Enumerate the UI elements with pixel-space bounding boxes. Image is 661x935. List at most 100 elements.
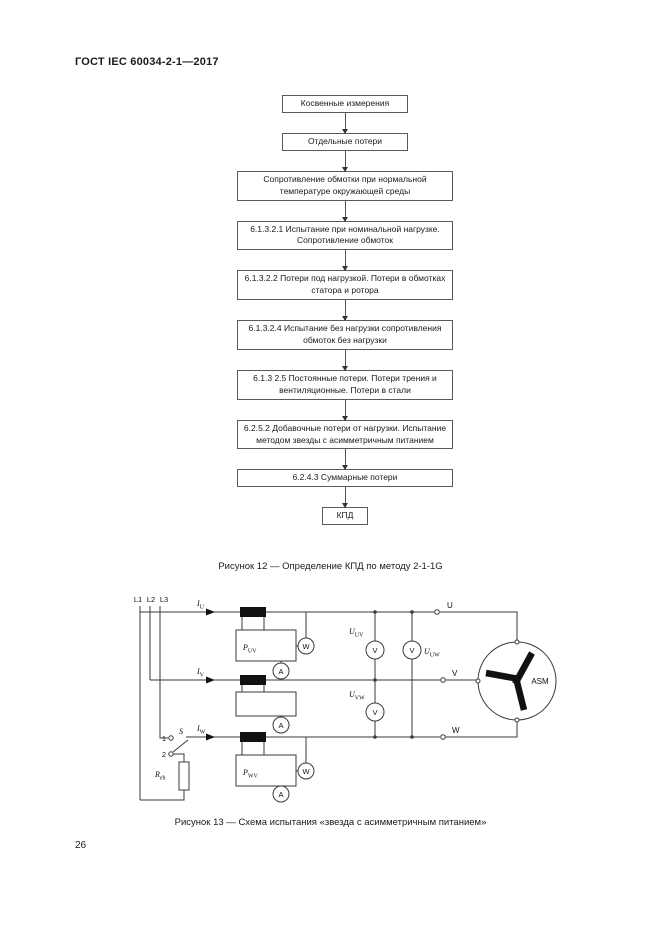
junction-node	[410, 735, 414, 739]
ammeter-w-label: A	[278, 790, 283, 799]
figure13-caption: Рисунок 13 — Схема испытания «звезда с а…	[174, 817, 487, 828]
junction-node	[373, 735, 377, 739]
down-arrow	[342, 300, 348, 322]
terminal-w-node	[440, 734, 446, 740]
current-iu-label: IU	[196, 599, 205, 611]
voltmeter-uv	[365, 640, 385, 660]
voltage-uv-subscript: UV	[355, 633, 364, 639]
flowchart-box-additional-losses: 6.2.5.2 Добавочные потери от нагрузки. И…	[237, 419, 453, 450]
winding-bar	[485, 669, 520, 683]
terminal-v-node	[440, 677, 446, 683]
current-arrow-w	[206, 733, 215, 741]
voltmeter-uw	[402, 640, 422, 660]
phase-w-line	[186, 720, 518, 738]
voltage-uw-subscript: UW	[430, 653, 440, 659]
flowchart-box-indirect-measurements: Косвенные измерения	[282, 95, 408, 113]
figure12-caption: Рисунок 12 — Определение КПД по методу 2…	[218, 561, 443, 572]
switch-contact-2	[168, 751, 174, 757]
page-header: ГОСТ IEC 60034-2-1—2017	[75, 56, 219, 68]
switch-pos1-label: 1	[162, 734, 166, 743]
down-arrow	[342, 349, 348, 371]
resistor-branch-wire	[140, 753, 185, 801]
down-arrow	[342, 112, 348, 134]
motor-lead-v	[475, 678, 481, 684]
junction-nodes	[373, 610, 414, 739]
supply-line-l3	[159, 606, 168, 739]
wattmeter-wv	[297, 762, 315, 780]
ammeter-u-label: A	[278, 667, 283, 676]
shunt-u	[240, 607, 266, 617]
current-shunts	[206, 607, 266, 742]
wattmeter-wv-label: W	[302, 767, 310, 776]
meters	[272, 637, 422, 803]
terminal-u-node	[434, 609, 440, 615]
flowchart-box-constant-losses: 6.1.3 2.5 Постоянные потери. Потери трен…	[237, 369, 453, 400]
power-puv-label: PUV	[242, 643, 257, 655]
down-arrow	[342, 200, 348, 222]
row-v-connectors	[241, 685, 282, 717]
down-arrow	[342, 487, 348, 509]
voltage-symbol: U	[424, 647, 431, 656]
wattmeter-uv-label: W	[302, 642, 310, 651]
power-pwv-label: PWV	[242, 768, 259, 780]
asynchronous-motor: ASM	[477, 641, 557, 721]
supply-label-l2: L2	[147, 595, 155, 604]
switch-pos2-label: 2	[162, 750, 166, 759]
voltmeter-uv-label: V	[372, 646, 377, 655]
terminals	[168, 609, 520, 757]
flowchart-box-no-load-test: 6.1.3.2.4 Испытание без нагрузки сопроти…	[237, 320, 453, 350]
resistor-label: Reh	[154, 770, 166, 782]
motor-lead-w	[514, 717, 520, 723]
junction-node	[410, 610, 414, 614]
row-u-connectors	[241, 612, 307, 663]
wattmeter-uv	[297, 637, 315, 655]
flowchart-box-total-losses: 6.2.4.3 Суммарные потери	[237, 469, 453, 488]
ammeter-v-label: A	[278, 721, 283, 730]
voltage-uvw-label: UVW	[349, 690, 365, 702]
winding-bar	[512, 677, 528, 711]
down-arrow	[342, 399, 348, 421]
junction-node	[373, 610, 377, 614]
figure13-circuit-diagram: ASM A W V V A V W	[134, 595, 557, 803]
shunt-w	[240, 732, 266, 742]
motor-lead-u	[514, 639, 520, 645]
phase-u-line	[140, 611, 518, 642]
flowchart-box-efficiency: КПД	[322, 507, 368, 526]
voltage-uuw-label: UUW	[424, 647, 440, 659]
circuit-wiring	[139, 606, 518, 801]
terminal-v-label: V	[452, 669, 458, 678]
shunt-v	[240, 675, 266, 685]
power-uv-subscript: UV	[248, 649, 257, 655]
junction-node	[373, 678, 377, 682]
switch-label: S	[179, 727, 183, 736]
terminal-u-label: U	[447, 601, 453, 610]
down-arrow	[342, 250, 348, 272]
row-v-meter-box	[235, 691, 297, 717]
ammeter-u	[272, 662, 290, 680]
row-w-connectors	[241, 737, 307, 772]
current-w-subscript: W	[200, 730, 206, 736]
power-symbol: P	[242, 643, 248, 652]
resistor-symbol: R	[154, 770, 160, 779]
current-u-subscript: U	[200, 605, 205, 611]
current-iw-label: IW	[196, 724, 206, 736]
supply-label-l3: L3	[160, 595, 168, 604]
flowchart-box-load-losses: 6.1.3.2.2 Потери под нагрузкой. Потери в…	[237, 270, 453, 301]
flowchart-box-separate-losses: Отдельные потери	[282, 132, 408, 151]
ammeter-v	[272, 716, 290, 734]
voltmeter-vw-label: V	[372, 708, 377, 717]
current-symbol: I	[196, 667, 200, 676]
power-wv-subscript: WV	[248, 774, 259, 780]
voltage-symbol: U	[349, 690, 356, 699]
current-arrow-u	[206, 608, 215, 616]
resistor-reh	[178, 761, 190, 791]
current-symbol: I	[196, 599, 200, 608]
down-arrow	[342, 150, 348, 172]
ammeter-w	[272, 785, 290, 803]
current-arrow-v	[206, 676, 215, 684]
current-v-subscript: V	[200, 673, 205, 679]
terminal-w-label: W	[452, 726, 460, 735]
motor-star-winding	[485, 651, 535, 711]
resistor-subscript: eh	[160, 776, 166, 782]
